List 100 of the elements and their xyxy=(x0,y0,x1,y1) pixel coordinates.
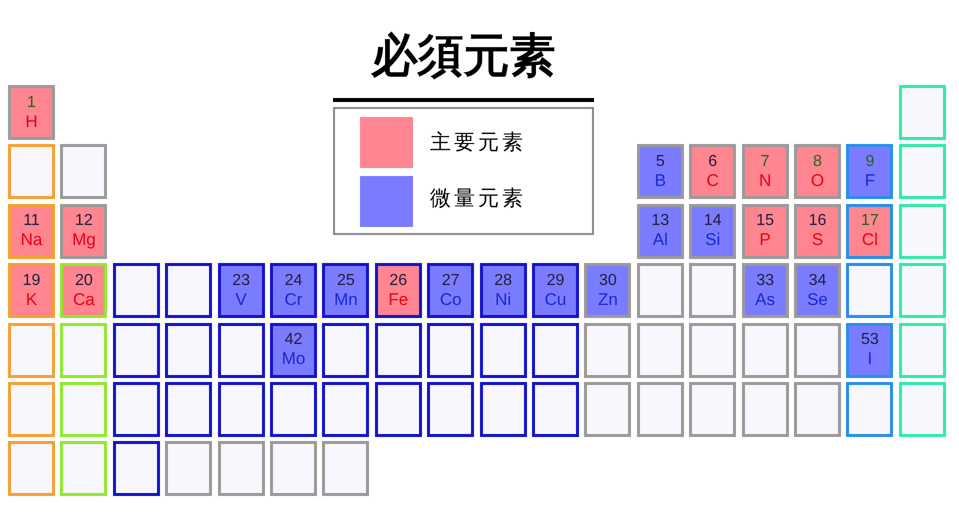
element-cell xyxy=(846,204,894,259)
legend-label: 微量元素 xyxy=(430,185,526,211)
element-cell xyxy=(8,85,55,140)
atomic-number: 34 xyxy=(808,272,826,290)
element-cell xyxy=(742,144,789,200)
empty-element-cell xyxy=(60,322,108,378)
empty-element-cell xyxy=(794,322,841,378)
element-symbol: Si xyxy=(705,230,720,250)
element-symbol: Cu xyxy=(544,290,566,310)
empty-element-cell xyxy=(218,441,265,496)
element-cell xyxy=(636,204,684,259)
atomic-number: 30 xyxy=(598,272,617,290)
empty-element-cell xyxy=(846,382,894,437)
element-symbol: Mn xyxy=(334,290,358,310)
atomic-number: 53 xyxy=(860,331,879,350)
element-cell xyxy=(794,144,841,200)
empty-element-cell xyxy=(532,382,579,437)
element-symbol: As xyxy=(755,290,776,310)
atomic-number: 8 xyxy=(813,152,822,171)
empty-element-cell xyxy=(794,382,841,437)
element-symbol: Zn xyxy=(598,290,618,310)
element-cell xyxy=(218,263,265,318)
element-symbol: Mg xyxy=(72,230,96,250)
empty-element-cell xyxy=(584,322,632,378)
atomic-number: 33 xyxy=(756,272,774,290)
atomic-number: 23 xyxy=(232,272,250,290)
atomic-number: 26 xyxy=(389,272,408,290)
atomic-number: 7 xyxy=(760,152,770,171)
element-cell xyxy=(689,204,736,259)
atomic-number: 9 xyxy=(865,152,874,171)
element-cell xyxy=(270,263,317,318)
element-symbol: P xyxy=(759,230,771,250)
atomic-number: 17 xyxy=(860,212,879,230)
empty-element-cell xyxy=(8,441,55,496)
atomic-number: 6 xyxy=(708,152,718,171)
empty-element-cell xyxy=(374,382,422,437)
empty-element-cell xyxy=(165,263,212,318)
element-cell xyxy=(374,263,422,318)
element-symbol: Co xyxy=(440,290,462,310)
element-symbol: V xyxy=(235,290,247,310)
element-cell xyxy=(8,204,55,259)
atomic-number: 24 xyxy=(284,272,302,290)
legend-label: 主要元素 xyxy=(430,129,526,155)
atomic-number: 20 xyxy=(74,272,93,290)
empty-element-cell xyxy=(742,382,789,437)
element-symbol: Mo xyxy=(282,349,306,370)
empty-element-cell xyxy=(636,263,684,318)
atomic-number: 27 xyxy=(442,272,460,290)
atomic-number: 29 xyxy=(546,272,564,290)
empty-element-cell xyxy=(898,322,946,378)
empty-element-cell xyxy=(584,382,632,437)
empty-element-cell xyxy=(112,322,160,378)
element-symbol: Cl xyxy=(862,230,878,250)
empty-element-cell xyxy=(322,441,370,496)
element-symbol: H xyxy=(25,112,38,132)
element-symbol: Ni xyxy=(495,290,512,310)
element-symbol: K xyxy=(26,290,38,310)
empty-element-cell xyxy=(846,263,894,318)
empty-element-cell xyxy=(427,322,474,378)
element-cell xyxy=(742,263,789,318)
element-cell xyxy=(8,263,55,318)
atomic-number: 16 xyxy=(808,212,826,230)
element-cell xyxy=(794,263,841,318)
element-cell xyxy=(427,263,474,318)
empty-element-cell xyxy=(689,322,736,378)
atomic-number: 19 xyxy=(22,272,40,290)
element-cell xyxy=(794,204,841,259)
atomic-number: 11 xyxy=(23,212,40,230)
atomic-number: 14 xyxy=(704,212,722,230)
element-cell xyxy=(584,263,632,318)
element-symbol: I xyxy=(868,349,872,370)
atomic-number: 25 xyxy=(336,272,355,290)
atomic-number: 13 xyxy=(651,212,670,230)
element-symbol: C xyxy=(706,170,719,191)
atomic-number: 5 xyxy=(656,152,665,171)
empty-element-cell xyxy=(480,322,527,378)
empty-element-cell xyxy=(218,322,265,378)
empty-element-cell xyxy=(322,322,370,378)
element-cell xyxy=(270,322,317,378)
atomic-number: 12 xyxy=(74,212,93,230)
empty-element-cell xyxy=(270,441,317,496)
element-cell xyxy=(846,322,894,378)
empty-element-cell xyxy=(112,263,160,318)
empty-element-cell xyxy=(636,322,684,378)
empty-element-cell xyxy=(270,382,317,437)
element-symbol: Na xyxy=(20,230,42,250)
empty-element-cell xyxy=(165,441,212,496)
element-cell xyxy=(742,204,789,259)
atomic-number: 15 xyxy=(756,212,774,230)
empty-element-cell xyxy=(60,382,108,437)
atomic-number: 1 xyxy=(27,94,36,112)
empty-element-cell xyxy=(322,382,370,437)
element-symbol: Ca xyxy=(73,290,95,310)
atomic-number: 42 xyxy=(284,331,302,350)
atomic-number: 28 xyxy=(494,272,512,290)
element-cell xyxy=(532,263,579,318)
empty-element-cell xyxy=(742,322,789,378)
empty-element-cell xyxy=(898,144,946,200)
element-symbol: Cr xyxy=(284,290,302,310)
empty-element-cell xyxy=(8,322,55,378)
